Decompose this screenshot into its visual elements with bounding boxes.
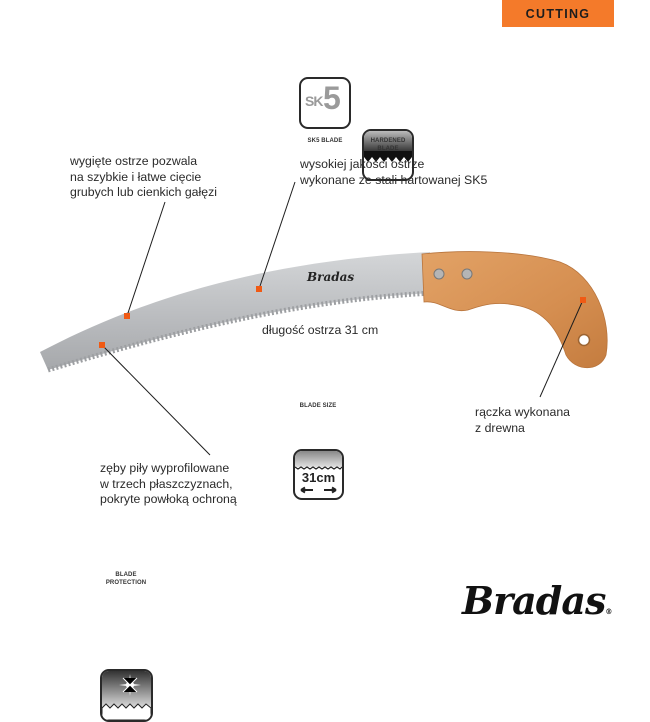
wooden-handle: [421, 251, 608, 369]
sk5-caption: SK5 BLADE: [307, 138, 343, 144]
saw-illustration: Bradas: [40, 181, 608, 456]
callout-markers: [99, 286, 586, 348]
rivet-icon: [433, 268, 445, 280]
blade-protection-caption: BLADE PROTECTION: [105, 572, 147, 586]
callout-teeth: zęby piły wyprofilowane w trzech płaszcz…: [100, 461, 237, 506]
rivet-icon: [461, 268, 473, 280]
sk5-blade-icon: SK 5: [299, 77, 351, 129]
hardened-caption: HARDENED BLADE: [370, 138, 406, 152]
brand-logo: Bradas®: [462, 578, 612, 623]
blade-size-icon: 31cm: [293, 449, 344, 500]
hardened-blade-icon: [362, 129, 414, 181]
blade-brand-text: Bradas: [306, 270, 354, 284]
leader-lines: [101, 181, 584, 456]
callout-steel-quality: wysokiej jakości ostrze wykonane ze stal…: [300, 157, 488, 187]
hang-hole: [577, 333, 591, 347]
category-label: CUTTING: [525, 6, 591, 21]
blade-protection-icon: [100, 669, 153, 722]
saw-blade: Bradas: [40, 252, 433, 373]
blade-size-caption: BLADE SIZE: [299, 403, 337, 409]
callout-blade-length: długość ostrza 31 cm: [262, 323, 379, 337]
category-badge: CUTTING: [502, 0, 614, 27]
callout-curved-blade: wygięte ostrze pozwala na szybkie i łatw…: [70, 154, 217, 199]
callout-handle: rączka wykonana z drewna: [475, 405, 571, 435]
